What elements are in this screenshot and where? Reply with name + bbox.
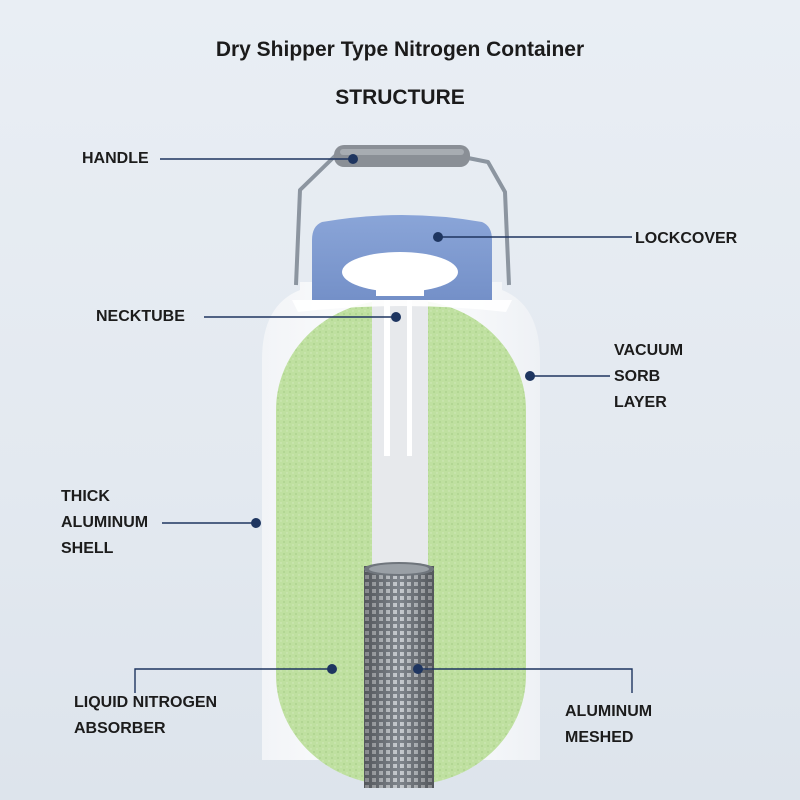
label-lockcover: LOCKCOVER <box>635 230 738 247</box>
diagram-title: Dry Shipper Type Nitrogen Container <box>215 38 585 61</box>
handle-wire <box>294 153 511 286</box>
label-line: MESHED <box>565 729 634 746</box>
necktube-body <box>372 286 428 576</box>
label-thick-aluminum-shell: THICK ALUMINUM SHELL <box>61 484 148 562</box>
label-vacuum-sorb-layer: VACUUM SORB LAYER <box>614 338 683 416</box>
label-line: LIQUID NITROGEN <box>74 694 218 711</box>
label-line: LAYER <box>614 394 667 411</box>
label-line: THICK <box>61 488 110 505</box>
label-line: SORB <box>614 368 661 385</box>
label-line: VACUUM <box>614 342 684 359</box>
label-line: SHELL <box>61 540 114 557</box>
lid-knob <box>342 252 458 292</box>
label-line: ALUMINUM <box>61 514 149 531</box>
label-necktube: NECKTUBE <box>96 308 185 325</box>
label-line: ALUMINUM <box>565 703 653 720</box>
label-handle: HANDLE <box>82 150 149 167</box>
callout-dots <box>251 154 535 674</box>
label-aluminum-meshed: ALUMINUM MESHED <box>565 699 652 751</box>
label-liquid-nitrogen-absorber: LIQUID NITROGEN ABSORBER <box>74 690 217 742</box>
label-line: ABSORBER <box>74 720 166 737</box>
diagram-subtitle: STRUCTURE <box>335 86 465 109</box>
callout-lines <box>134 158 633 693</box>
